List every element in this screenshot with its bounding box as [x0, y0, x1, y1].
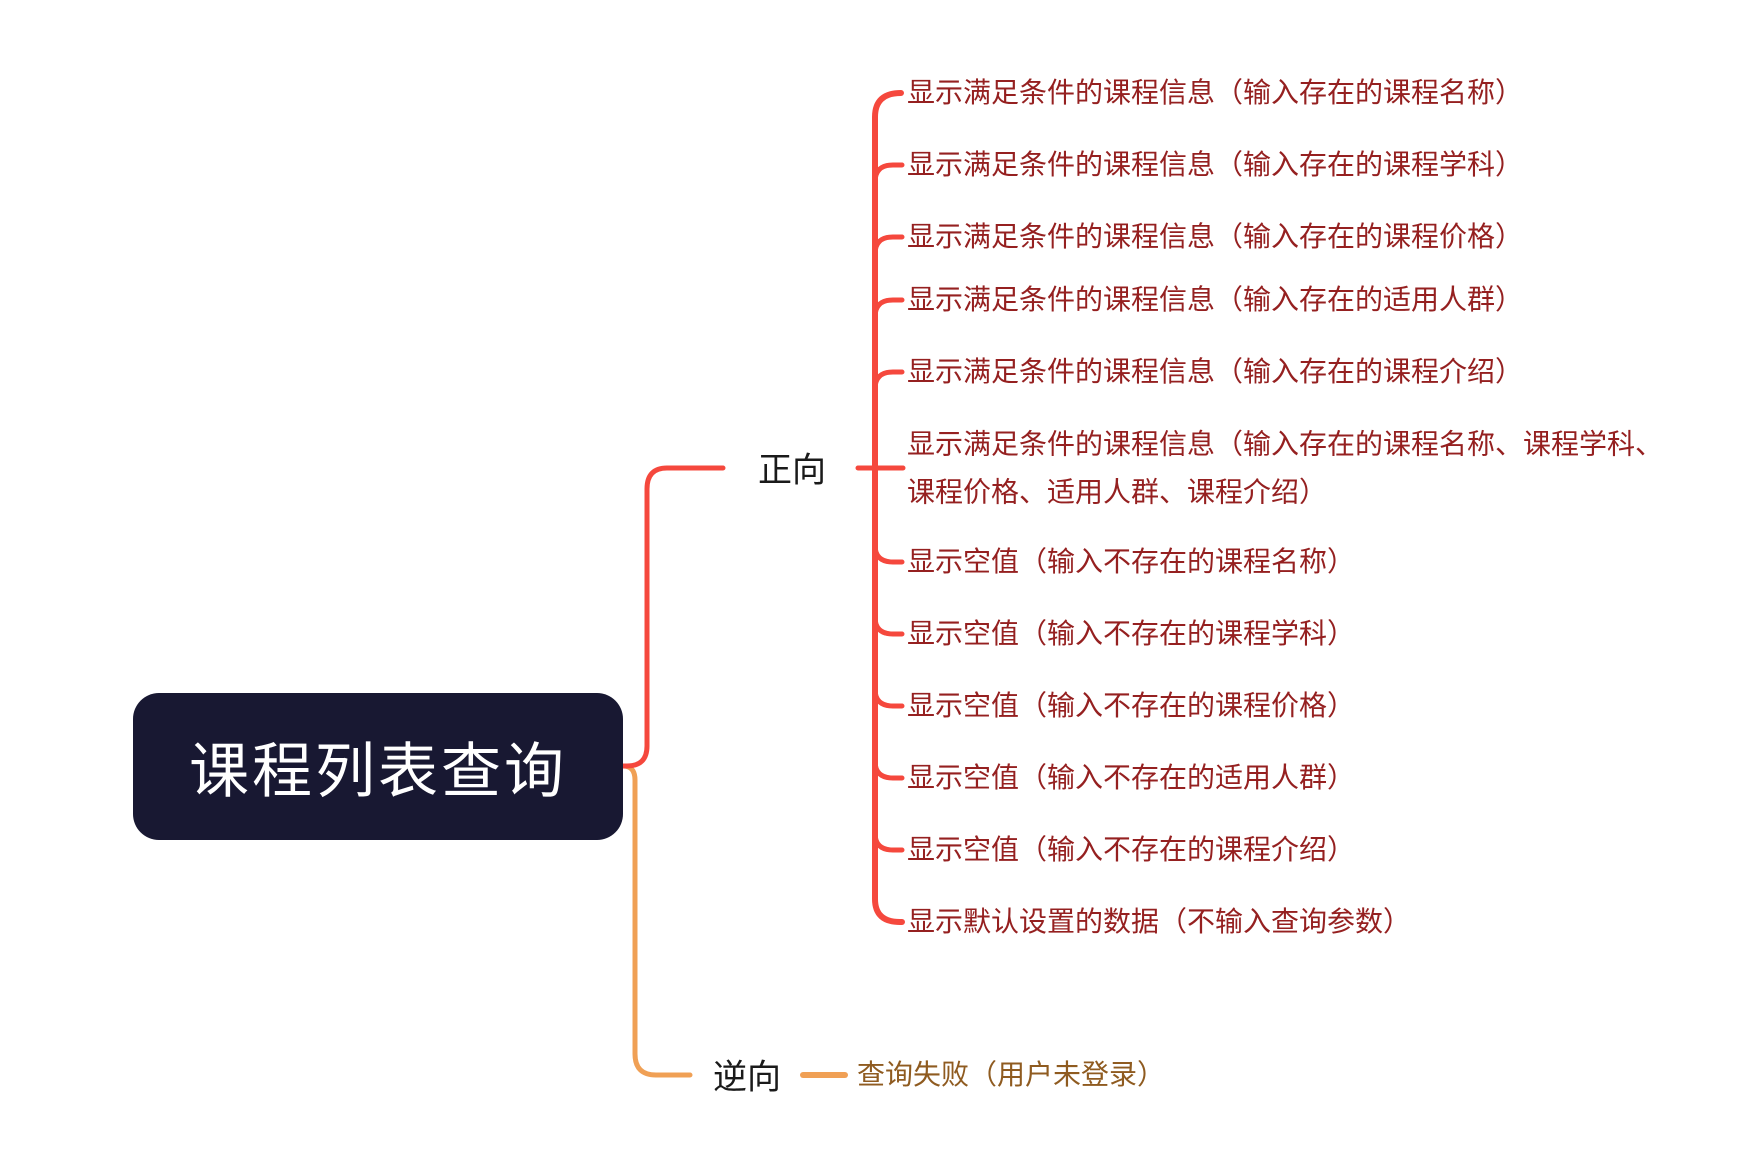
positive-leaf-1[interactable]: 显示满足条件的课程信息（输入存在的课程名称） — [907, 77, 1524, 109]
positive-spine — [872, 90, 905, 925]
positive-leaf-2[interactable]: 显示满足条件的课程信息（输入存在的课程学科） — [907, 149, 1524, 181]
root-node-label: 课程列表查询 — [189, 738, 567, 805]
positive-leaf-3[interactable]: 显示满足条件的课程信息（输入存在的课程价格） — [907, 221, 1524, 253]
positive-leaf-8[interactable]: 显示空值（输入不存在的课程学科） — [907, 618, 1356, 650]
branch-label-negative[interactable]: 逆向 — [713, 1058, 781, 1097]
root-node[interactable]: 课程列表查询 — [133, 693, 623, 840]
hook-item-9 — [872, 686, 905, 709]
positive-leaf-4[interactable]: 显示满足条件的课程信息（输入存在的适用人群） — [907, 284, 1524, 316]
hook-item-8 — [872, 614, 905, 637]
positive-leaf-9[interactable]: 显示空值（输入不存在的课程价格） — [907, 690, 1356, 722]
hook-item-3 — [872, 234, 905, 257]
positive-leaf-7[interactable]: 显示空值（输入不存在的课程名称） — [907, 546, 1356, 578]
branch-line-positive — [620, 465, 726, 769]
positive-leaf-11[interactable]: 显示空值（输入不存在的课程介绍） — [907, 834, 1356, 866]
hook-item-10 — [872, 758, 905, 781]
hook-item-2 — [872, 162, 905, 185]
branch-label-positive[interactable]: 正向 — [758, 451, 826, 490]
hook-item-4 — [872, 297, 905, 320]
positive-leaf-12[interactable]: 显示默认设置的数据（不输入查询参数） — [907, 906, 1412, 938]
positive-leaf-10[interactable]: 显示空值（输入不存在的适用人群） — [907, 762, 1356, 794]
branch-line-negative — [620, 763, 693, 1078]
positive-leaf-6[interactable]: 显示满足条件的课程信息（输入存在的课程名称、课程学科、 课程价格、适用人群、课程… — [907, 428, 1664, 507]
hook-item-11 — [872, 830, 905, 853]
hook-item-7 — [872, 542, 905, 565]
hook-item-5 — [872, 369, 905, 392]
negative-leaf-1[interactable]: 查询失败（用户未登录） — [857, 1059, 1166, 1091]
positive-leaf-5[interactable]: 显示满足条件的课程信息（输入存在的课程介绍） — [907, 356, 1524, 388]
